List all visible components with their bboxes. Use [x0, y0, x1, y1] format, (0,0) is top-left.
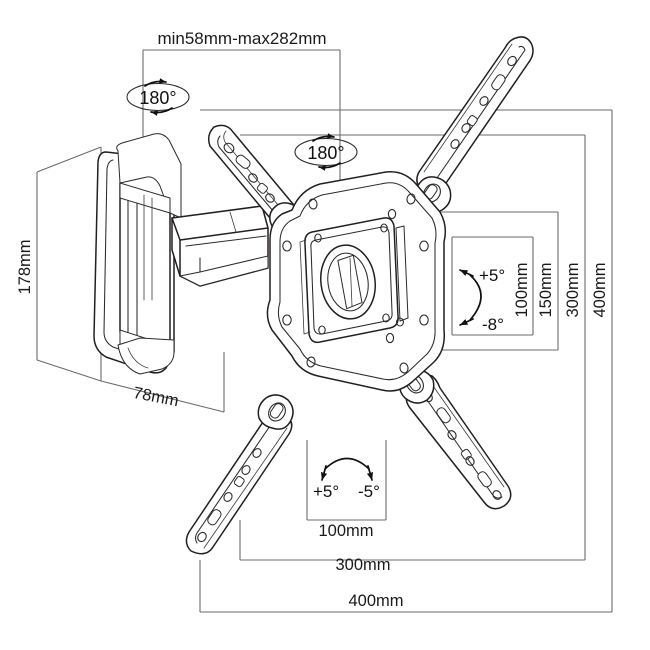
- articulating-arm-lower-right: [398, 368, 512, 510]
- swivel-left-label: 180°: [139, 88, 176, 108]
- roll-left-label: +5°: [313, 482, 339, 501]
- extension-range-label: min58mm-max282mm: [157, 29, 326, 48]
- articulating-arm-lower-left: [185, 394, 294, 555]
- roll-annotation: +5° -5°: [313, 457, 380, 501]
- vesa-v150-label: 150mm: [537, 262, 555, 317]
- wall-plate-depth-label: 78mm: [132, 384, 180, 410]
- extension-link-arm: [171, 205, 269, 287]
- roll-right-label: -5°: [358, 482, 380, 501]
- dimension-frames: [36, 49, 613, 613]
- height-dim-ext-bottom: [36, 359, 102, 382]
- vesa-v400-label: 400mm: [591, 262, 609, 317]
- height-dim-ext-top: [36, 146, 102, 173]
- vesa-mounting-head: [266, 171, 447, 392]
- tilt-up-label: +5°: [479, 266, 505, 285]
- swivel-right-label: 180°: [307, 143, 344, 163]
- swivel-left-annotation: 180°: [126, 78, 190, 116]
- wall-mount-plate: [93, 133, 182, 375]
- articulating-arm-upper-right: [414, 36, 534, 213]
- vesa-h400-label: 400mm: [348, 592, 403, 610]
- vesa-v100-label: 100mm: [513, 262, 531, 317]
- tilt-down-label: -8°: [482, 315, 504, 334]
- vesa-h300-label: 300mm: [335, 556, 390, 574]
- vesa-v300-label: 300mm: [564, 262, 582, 317]
- wall-plate-height-label: 178mm: [16, 239, 34, 294]
- vesa-h100-label: 100mm: [318, 522, 373, 540]
- tilt-annotation: +5° -8°: [459, 266, 505, 334]
- swivel-right-annotation: 180°: [294, 133, 358, 171]
- depth-dim-line: [100, 380, 225, 413]
